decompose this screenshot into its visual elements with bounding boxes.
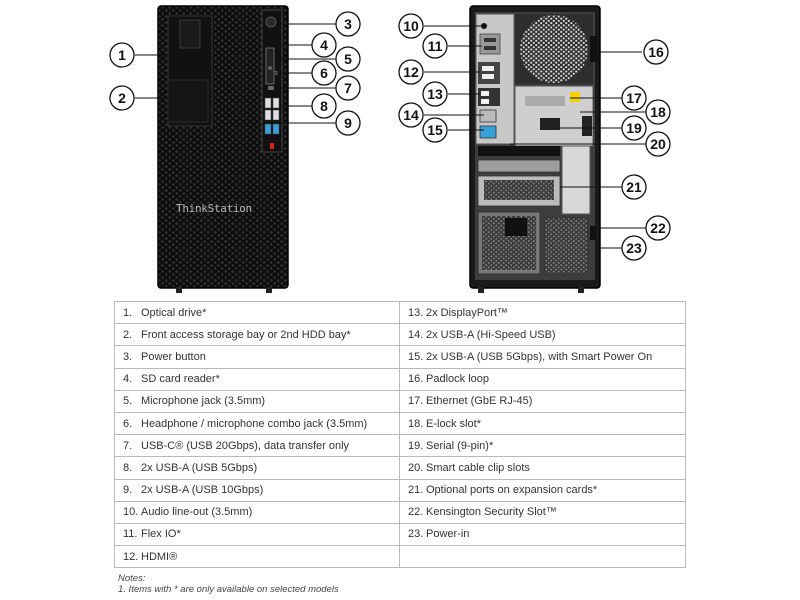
callout-8: 8 [311, 93, 337, 119]
notes-title: Notes: [118, 573, 146, 584]
svg-text:9: 9 [344, 115, 352, 131]
svg-text:3: 3 [344, 16, 352, 32]
table-row: 9.2x USB-A (USB 10Gbps) 21.Optional port… [114, 478, 686, 502]
svg-text:14: 14 [403, 107, 419, 123]
legend-cell: 16.Padlock loop [399, 367, 686, 391]
svg-text:4: 4 [320, 37, 328, 53]
callout-17: 17 [621, 85, 647, 111]
rear-view [469, 5, 601, 293]
svg-text:15: 15 [427, 122, 443, 138]
port-legend-table: 1.Optical drive* 13.2x DisplayPort™ 2.Fr… [114, 300, 686, 569]
callout-1: 1 [109, 42, 135, 68]
svg-text:19: 19 [626, 120, 642, 136]
svg-text:13: 13 [427, 86, 443, 102]
callout-6: 6 [311, 60, 337, 86]
callout-12: 12 [398, 59, 424, 85]
callout-22: 22 [645, 215, 671, 241]
legend-cell: 10.Audio line-out (3.5mm) [114, 500, 400, 524]
callout-11: 11 [422, 33, 448, 59]
svg-text:18: 18 [650, 104, 666, 120]
legend-cell: 8.2x USB-A (USB 5Gbps) [114, 456, 400, 480]
callout-18: 18 [645, 99, 671, 125]
legend-cell: 21.Optional ports on expansion cards* [399, 478, 686, 502]
table-row: 7.USB-C® (USB 20Gbps), data transfer onl… [114, 434, 686, 458]
callout-14: 14 [398, 102, 424, 128]
table-row: 11.Flex IO* 23.Power-in [114, 522, 686, 547]
legend-cell: 22.Kensington Security Slot™ [399, 500, 686, 524]
svg-text:17: 17 [626, 90, 642, 106]
table-row: 3.Power button 15.2x USB-A (USB 5Gbps), … [114, 345, 686, 369]
svg-text:22: 22 [650, 220, 666, 236]
svg-text:21: 21 [626, 179, 642, 195]
callout-21: 21 [621, 174, 647, 200]
table-row: 6.Headphone / microphone combo jack (3.5… [114, 411, 686, 436]
front-view: ThinkStation [157, 5, 289, 293]
callout-2: 2 [109, 85, 135, 111]
brand-label: ThinkStation [176, 202, 252, 215]
callout-3: 3 [335, 11, 361, 37]
table-row: 4.SD card reader* 16.Padlock loop [114, 367, 686, 391]
svg-text:10: 10 [403, 18, 419, 34]
svg-text:23: 23 [626, 240, 642, 256]
legend-cell: 14.2x USB-A (Hi-Speed USB) [399, 323, 686, 347]
table-row: 8.2x USB-A (USB 5Gbps) 20.Smart cable cl… [114, 456, 686, 480]
legend-cell: 15.2x USB-A (USB 5Gbps), with Smart Powe… [399, 345, 686, 369]
svg-text:1: 1 [118, 47, 126, 63]
legend-cell: 23.Power-in [399, 522, 686, 547]
table-row: 1.Optical drive* 13.2x DisplayPort™ [114, 300, 686, 325]
svg-text:2: 2 [118, 90, 126, 106]
callout-5: 5 [335, 46, 361, 72]
svg-text:6: 6 [320, 65, 328, 81]
table-row: 12.HDMI® [114, 545, 686, 569]
legend-cell [399, 545, 686, 569]
callout-7: 7 [335, 75, 361, 101]
callout-19: 19 [621, 115, 647, 141]
legend-cell: 1.Optical drive* [114, 300, 400, 325]
legend-cell: 5.Microphone jack (3.5mm) [114, 389, 400, 413]
legend-cell: 11.Flex IO* [114, 522, 400, 547]
legend-cell: 17.Ethernet (GbE RJ-45) [399, 389, 686, 413]
legend-cell: 20.Smart cable clip slots [399, 456, 686, 480]
leader-lines [135, 23, 646, 249]
legend-cell: 12.HDMI® [114, 545, 400, 569]
table-row: 10.Audio line-out (3.5mm) 22.Kensington … [114, 500, 686, 524]
legend-cell: 19.Serial (9-pin)* [399, 434, 686, 458]
callout-10: 10 [398, 13, 424, 39]
legend-cell: 9.2x USB-A (USB 10Gbps) [114, 478, 400, 502]
callout-13: 13 [422, 81, 448, 107]
callout-20: 20 [645, 131, 671, 157]
legend-cell: 7.USB-C® (USB 20Gbps), data transfer onl… [114, 434, 400, 458]
callout-23: 23 [621, 235, 647, 261]
callouts: 1 2 3 4 5 6 7 8 9 10 11 12 13 14 15 16 1… [109, 11, 671, 261]
svg-text:7: 7 [344, 80, 352, 96]
legend-cell: 6.Headphone / microphone combo jack (3.5… [114, 411, 400, 436]
table-row: 5.Microphone jack (3.5mm) 17.Ethernet (G… [114, 389, 686, 413]
notes: Notes: 1. Items with * are only availabl… [118, 573, 339, 595]
legend-cell: 18.E-lock slot* [399, 411, 686, 436]
notes-line: 1. Items with * are only available on se… [118, 584, 339, 595]
table-row: 2.Front access storage bay or 2nd HDD ba… [114, 323, 686, 347]
legend-cell: 3.Power button [114, 345, 400, 369]
svg-text:20: 20 [650, 136, 666, 152]
svg-text:8: 8 [320, 98, 328, 114]
legend-cell: 2.Front access storage bay or 2nd HDD ba… [114, 323, 400, 347]
svg-text:5: 5 [344, 51, 352, 67]
callout-16: 16 [643, 39, 669, 65]
callout-4: 4 [311, 32, 337, 58]
callout-9: 9 [335, 110, 361, 136]
svg-text:12: 12 [403, 64, 419, 80]
product-diagram: ThinkStation [109, 5, 671, 293]
legend-cell: 4.SD card reader* [114, 367, 400, 391]
legend-cell: 13.2x DisplayPort™ [399, 300, 686, 325]
callout-15: 15 [422, 117, 448, 143]
svg-text:16: 16 [648, 44, 664, 60]
svg-text:11: 11 [428, 38, 443, 54]
